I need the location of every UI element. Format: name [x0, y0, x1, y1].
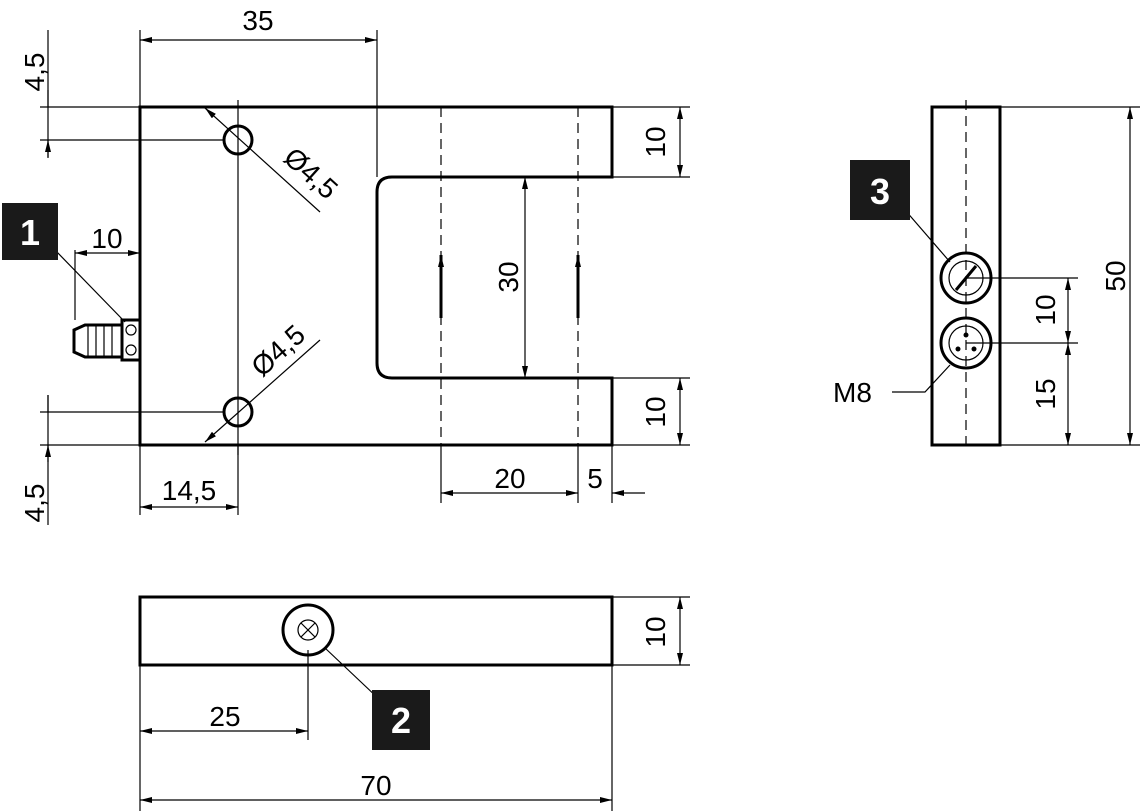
- dim-5: 5: [587, 463, 603, 494]
- bottom-view: 10 25 70 2: [138, 595, 690, 811]
- dim-prong-top: 10: [640, 126, 671, 157]
- dim-side-50: 50: [1100, 260, 1131, 291]
- dim-25: 25: [209, 701, 240, 732]
- dim-connector: 10: [91, 223, 122, 254]
- dim-14-5: 14,5: [162, 475, 217, 506]
- callout-2: 2: [391, 700, 411, 741]
- dim-20: 20: [494, 463, 525, 494]
- dim-slot: 30: [493, 261, 524, 292]
- dim-bottom-10: 10: [640, 616, 671, 647]
- dim-side-15: 15: [1030, 378, 1061, 409]
- front-view: 35 4,5 4,5 Ø4,5 Ø4,5 10 14,5 10 30 10 20…: [2, 5, 690, 525]
- dim-hole-top: Ø4,5: [278, 141, 344, 205]
- connector-type-label: M8: [833, 377, 872, 408]
- connector-1: [72, 318, 142, 362]
- callout-3: 3: [870, 171, 890, 212]
- dim-hole-bottom: Ø4,5: [245, 319, 311, 383]
- dim-4-5-bottom: 4,5: [19, 484, 50, 523]
- dim-prong-bottom: 10: [640, 396, 671, 427]
- dim-35: 35: [242, 5, 273, 36]
- dim-70: 70: [360, 770, 391, 801]
- callout-1: 1: [20, 212, 40, 253]
- dim-4-5-top: 4,5: [19, 53, 50, 92]
- dim-side-10: 10: [1030, 294, 1061, 325]
- side-view: 10 15 50 M8 3: [833, 100, 1140, 452]
